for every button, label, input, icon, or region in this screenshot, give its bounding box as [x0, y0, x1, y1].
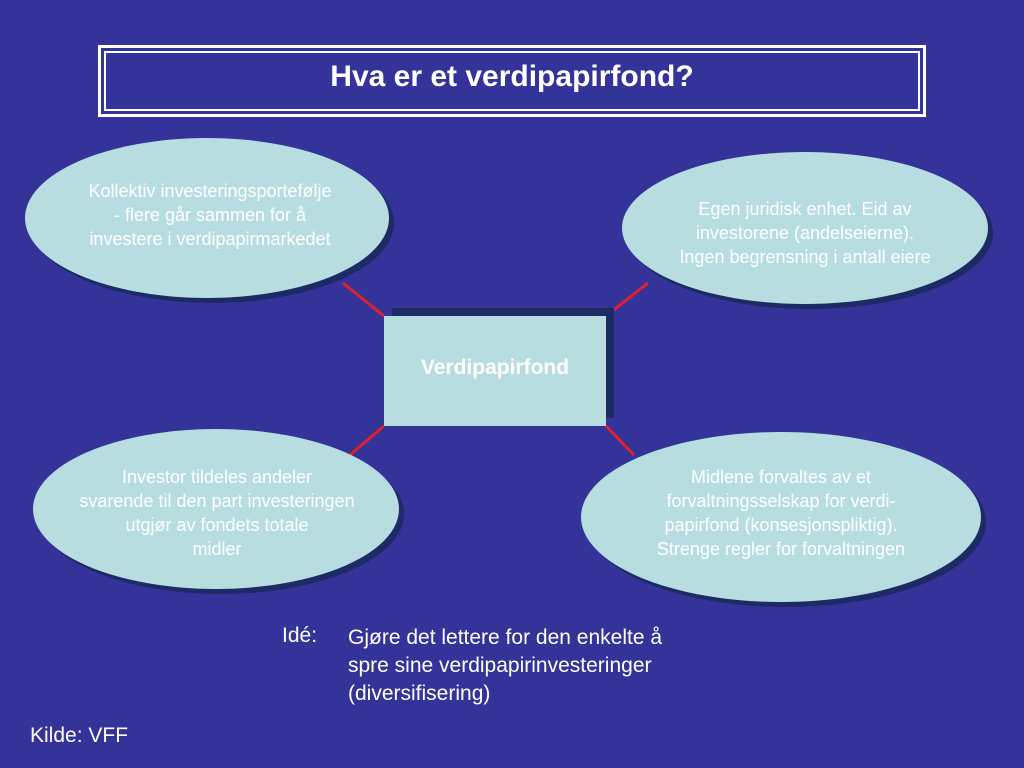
bubble-top-left — [25, 138, 389, 298]
bubble-top-right — [622, 152, 988, 304]
bubble-text-top-left: Kollektiv investeringsportefølje - flere… — [88, 181, 332, 249]
bubble-bottom-right — [581, 432, 981, 602]
connector-bottom-right — [604, 424, 636, 457]
bubble-text-bottom-right: Midlene forvaltes av et forvaltningssels… — [656, 467, 906, 559]
source-label: Kilde: VFF — [30, 724, 129, 747]
title-inner-frame: Hva er et verdipapirfond? — [104, 51, 920, 111]
connector-top-left — [342, 281, 385, 318]
bubble-bottom-left — [33, 429, 399, 589]
idea-text: Gjøre det lettere for den enkelte å spre… — [348, 626, 663, 705]
page-title: Hva er et verdipapirfond? — [330, 60, 694, 93]
title-frame: Hva er et verdipapirfond? — [98, 45, 926, 117]
idea-label: Idé: — [282, 624, 318, 647]
bubble-text-bottom-left: Investor tildeles andeler svarende til d… — [79, 467, 355, 559]
center-label: Verdipapirfond — [420, 356, 570, 379]
center-box: Verdipapirfond — [384, 316, 606, 426]
bubble-text-top-right: Egen juridisk enhet. Eid av investorene … — [679, 199, 931, 267]
connector-top-right — [605, 281, 649, 318]
